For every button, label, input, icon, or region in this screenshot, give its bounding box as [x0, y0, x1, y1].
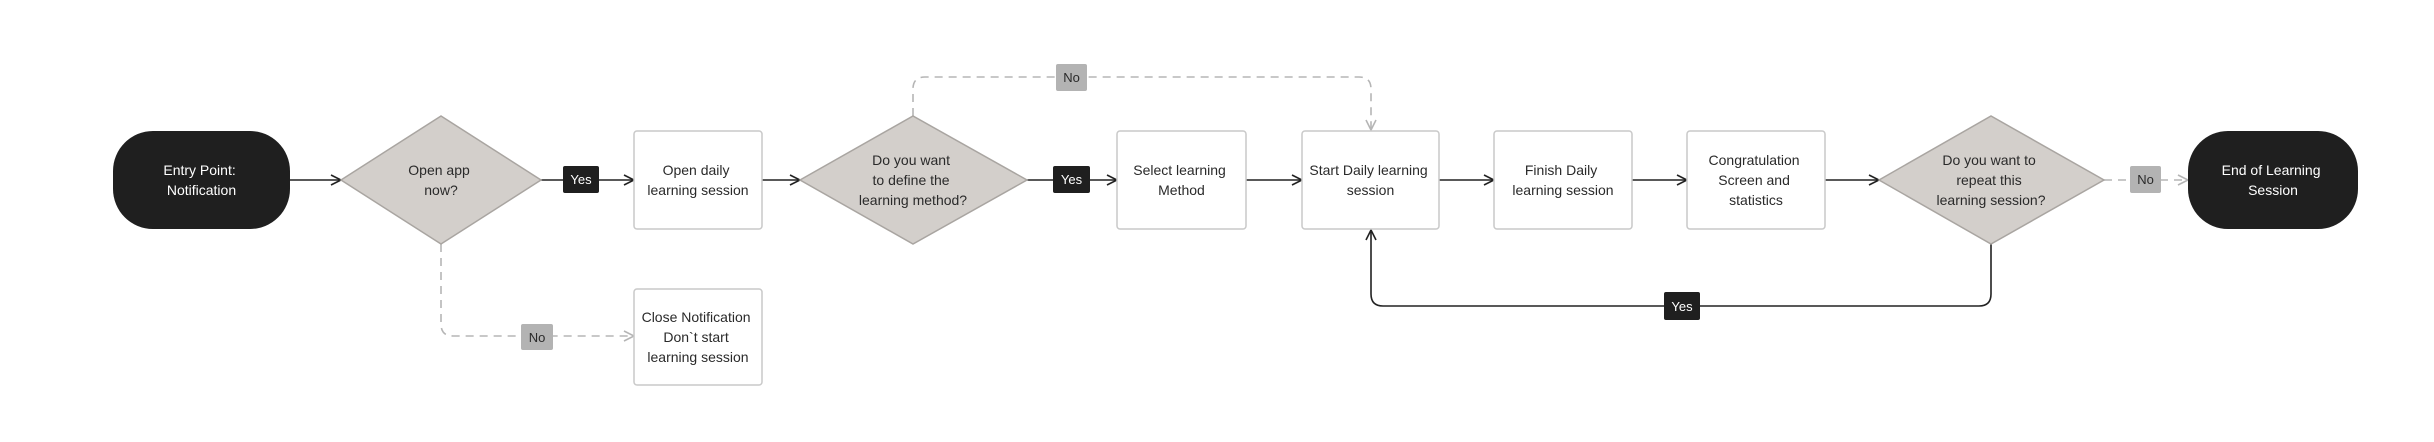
define-method-decision: Do you want to define the learning metho…	[798, 115, 1029, 245]
finish-daily-process: Finish Daily learning session	[1493, 130, 1633, 230]
svg-text:Finish Daily learning se: Finish Daily learning session	[1512, 162, 1613, 198]
open-app-line-2: now?	[424, 182, 458, 198]
entry-line-1: Entry Point:	[163, 162, 235, 178]
finish-line-1: Finish Daily	[1525, 162, 1597, 178]
close-line-1: Close Notification	[642, 309, 751, 325]
svg-text:Congratulation Screen an: Congratulation Screen and statistics	[1709, 152, 1804, 208]
repeat-line-1: Do you want to	[1942, 152, 2036, 168]
end-terminal: End of Learning Session	[2188, 131, 2358, 229]
yes-badge-open-app: Yes	[563, 166, 599, 193]
no-label-define: No	[1063, 70, 1080, 85]
congrats-line-2: Screen and	[1718, 172, 1790, 188]
edge-define-no	[912, 76, 1371, 130]
congratulation-process: Congratulation Screen and statistics	[1686, 130, 1826, 230]
yes-label-open-app: Yes	[570, 172, 592, 187]
congrats-line-1: Congratulation	[1709, 152, 1800, 168]
svg-text:Do you want to repeat th: Do you want to repeat this learning sess…	[1937, 152, 2046, 208]
close-line-2: Don`t start	[663, 329, 728, 345]
no-badge-define: No	[1056, 64, 1087, 91]
select-line-1: Select learning	[1133, 162, 1226, 178]
yes-label-repeat: Yes	[1671, 299, 1693, 314]
open-app-line-1: Open app	[408, 162, 470, 178]
open-daily-line-2: learning session	[647, 182, 748, 198]
no-badge-repeat: No	[2130, 166, 2161, 193]
edge-open-app-no	[440, 244, 634, 336]
svg-text:Do you want to define th: Do you want to define the learning metho…	[859, 152, 967, 208]
end-line-2: Session	[2248, 182, 2298, 198]
congrats-line-3: statistics	[1729, 192, 1783, 208]
close-line-3: learning session	[647, 349, 748, 365]
repeat-decision: Do you want to repeat this learning sess…	[1877, 115, 2106, 245]
entry-point-terminal: Entry Point: Notification	[113, 131, 290, 229]
no-label-open-app: No	[529, 330, 546, 345]
svg-text:Open daily learning sess: Open daily learning session	[647, 162, 748, 198]
define-line-2: to define the	[873, 172, 950, 188]
entry-line-2: Notification	[167, 182, 236, 198]
end-line-1: End of Learning	[2222, 162, 2321, 178]
repeat-line-2: repeat this	[1956, 172, 2021, 188]
start-line-1: Start Daily learning	[1309, 162, 1427, 178]
select-line-2: Method	[1158, 182, 1205, 198]
svg-text:Start Daily learning ses: Start Daily learning session	[1309, 162, 1431, 198]
svg-text:Close Notification Don`t: Close Notification Don`t start learning …	[642, 309, 755, 365]
open-daily-line-1: Open daily	[663, 162, 730, 178]
svg-text:Open app now?: Open app now?	[408, 162, 473, 198]
select-method-process: Select learning Method	[1116, 130, 1247, 230]
open-app-decision: Open app now?	[339, 115, 543, 245]
finish-line-2: learning session	[1512, 182, 1613, 198]
no-badge-open-app: No	[521, 324, 553, 350]
yes-badge-repeat: Yes	[1664, 292, 1700, 320]
start-daily-process: Start Daily learning session	[1301, 130, 1440, 230]
define-line-1: Do you want	[872, 152, 950, 168]
close-notification-process: Close Notification Don`t start learning …	[633, 288, 763, 386]
open-daily-process: Open daily learning session	[633, 130, 763, 230]
svg-text:End of Learning Session: End of Learning Session	[2222, 162, 2325, 198]
svg-text:Select learning Method: Select learning Method	[1133, 162, 1230, 198]
repeat-line-3: learning session?	[1937, 192, 2046, 208]
yes-badge-define: Yes	[1053, 166, 1090, 193]
no-label-repeat: No	[2137, 172, 2154, 187]
define-line-3: learning method?	[859, 192, 967, 208]
yes-label-define: Yes	[1061, 172, 1083, 187]
start-line-2: session	[1347, 182, 1394, 198]
svg-text:Entry Point: Notificatio: Entry Point: Notification	[163, 162, 239, 198]
